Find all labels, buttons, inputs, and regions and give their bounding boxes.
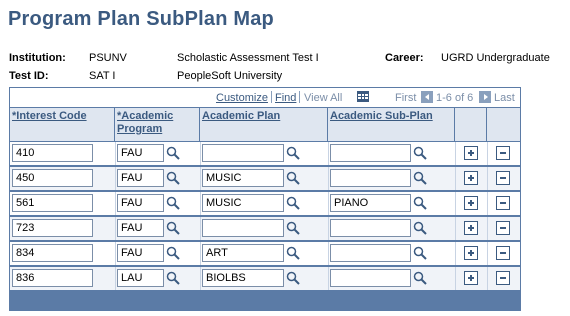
grid-download-icon[interactable] xyxy=(357,91,369,102)
magnifier-icon[interactable] xyxy=(413,146,427,160)
plus-icon[interactable] xyxy=(464,221,478,235)
last-label[interactable]: Last xyxy=(494,92,515,104)
magnifier-icon[interactable] xyxy=(413,171,427,185)
interest-code-field[interactable]: 561 xyxy=(12,194,93,212)
column-header-academic-plan[interactable]: Academic Plan xyxy=(200,108,328,141)
table-row: 834 FAU ART xyxy=(10,242,520,265)
magnifier-icon[interactable] xyxy=(166,146,180,160)
nav-separator xyxy=(299,91,300,103)
magnifier-icon[interactable] xyxy=(286,271,300,285)
plus-icon[interactable] xyxy=(464,196,478,210)
magnifier-icon[interactable] xyxy=(413,271,427,285)
minus-icon[interactable] xyxy=(496,246,510,260)
institution-value: PSUNV xyxy=(89,52,127,64)
academic-program-field[interactable]: FAU xyxy=(117,194,164,212)
magnifier-icon[interactable] xyxy=(286,246,300,260)
career-label: Career: xyxy=(385,52,424,64)
column-header-academic-subplan[interactable]: Academic Sub-Plan xyxy=(328,108,455,141)
magnifier-icon[interactable] xyxy=(286,221,300,235)
academic-subplan-field[interactable] xyxy=(330,144,411,162)
academic-program-field[interactable]: FAU xyxy=(117,144,164,162)
career-value: UGRD Undergraduate xyxy=(441,52,550,64)
column-header-add xyxy=(455,108,487,141)
academic-plan-field[interactable]: BIOLBS xyxy=(202,269,284,287)
find-link[interactable]: Find xyxy=(275,92,297,104)
table-row: 450 FAU MUSIC xyxy=(10,167,520,190)
view-all-link[interactable]: View All xyxy=(304,92,343,104)
nav-separator xyxy=(271,91,272,103)
page-title: Program Plan SubPlan Map xyxy=(8,8,274,30)
interest-code-field[interactable]: 450 xyxy=(12,169,93,187)
minus-icon[interactable] xyxy=(496,171,510,185)
magnifier-icon[interactable] xyxy=(413,221,427,235)
magnifier-icon[interactable] xyxy=(166,171,180,185)
academic-subplan-field[interactable]: PIANO xyxy=(330,194,411,212)
table-row: 410 FAU xyxy=(10,142,520,165)
magnifier-icon[interactable] xyxy=(286,196,300,210)
academic-program-field[interactable]: FAU xyxy=(117,219,164,237)
academic-subplan-field[interactable] xyxy=(330,244,411,262)
magnifier-icon[interactable] xyxy=(413,246,427,260)
test-id-value: SAT I xyxy=(89,70,116,82)
plus-icon[interactable] xyxy=(464,271,478,285)
academic-plan-field[interactable]: MUSIC xyxy=(202,194,284,212)
plus-icon[interactable] xyxy=(464,171,478,185)
academic-plan-field[interactable]: ART xyxy=(202,244,284,262)
interest-code-field[interactable]: 834 xyxy=(12,244,93,262)
academic-subplan-field[interactable] xyxy=(330,269,411,287)
university-name: PeopleSoft University xyxy=(177,70,283,82)
first-label[interactable]: First xyxy=(395,92,417,104)
next-arrow-icon[interactable] xyxy=(479,91,491,103)
academic-program-field[interactable]: FAU xyxy=(117,169,164,187)
interest-code-field[interactable]: 723 xyxy=(12,219,93,237)
magnifier-icon[interactable] xyxy=(413,196,427,210)
plus-icon[interactable] xyxy=(464,246,478,260)
magnifier-icon[interactable] xyxy=(286,171,300,185)
interest-code-field[interactable]: 410 xyxy=(12,144,93,162)
magnifier-icon[interactable] xyxy=(166,196,180,210)
table-row: 561 FAU MUSIC PIANO xyxy=(10,192,520,215)
plus-icon[interactable] xyxy=(464,146,478,160)
customize-link[interactable]: Customize xyxy=(216,92,268,104)
interest-code-field[interactable]: 836 xyxy=(12,269,93,287)
table-row: 836 LAU BIOLBS xyxy=(10,267,520,290)
institution-label: Institution: xyxy=(9,52,66,64)
test-id-label: Test ID: xyxy=(9,70,49,82)
row-range: 1-6 of 6 xyxy=(436,92,474,104)
magnifier-icon[interactable] xyxy=(286,146,300,160)
magnifier-icon[interactable] xyxy=(166,271,180,285)
academic-subplan-field[interactable] xyxy=(330,169,411,187)
minus-icon[interactable] xyxy=(496,221,510,235)
minus-icon[interactable] xyxy=(496,196,510,210)
academic-program-field[interactable]: FAU xyxy=(117,244,164,262)
academic-plan-field[interactable] xyxy=(202,219,284,237)
academic-plan-field[interactable] xyxy=(202,144,284,162)
test-description: Scholastic Assessment Test I xyxy=(177,52,319,64)
academic-subplan-field[interactable] xyxy=(330,219,411,237)
column-header-interest-code[interactable]: *Interest Code xyxy=(10,108,115,141)
grid-navigation-bar: Customize Find View All First 1-6 of 6 L… xyxy=(10,88,520,107)
table-row: 723 FAU xyxy=(10,217,520,240)
magnifier-icon[interactable] xyxy=(166,221,180,235)
column-header-delete xyxy=(487,108,520,141)
academic-plan-field[interactable]: MUSIC xyxy=(202,169,284,187)
previous-arrow-icon[interactable] xyxy=(421,91,433,103)
minus-icon[interactable] xyxy=(496,271,510,285)
academic-program-field[interactable]: LAU xyxy=(117,269,164,287)
interest-code-grid: Customize Find View All First 1-6 of 6 L… xyxy=(9,87,521,311)
magnifier-icon[interactable] xyxy=(166,246,180,260)
minus-icon[interactable] xyxy=(496,146,510,160)
